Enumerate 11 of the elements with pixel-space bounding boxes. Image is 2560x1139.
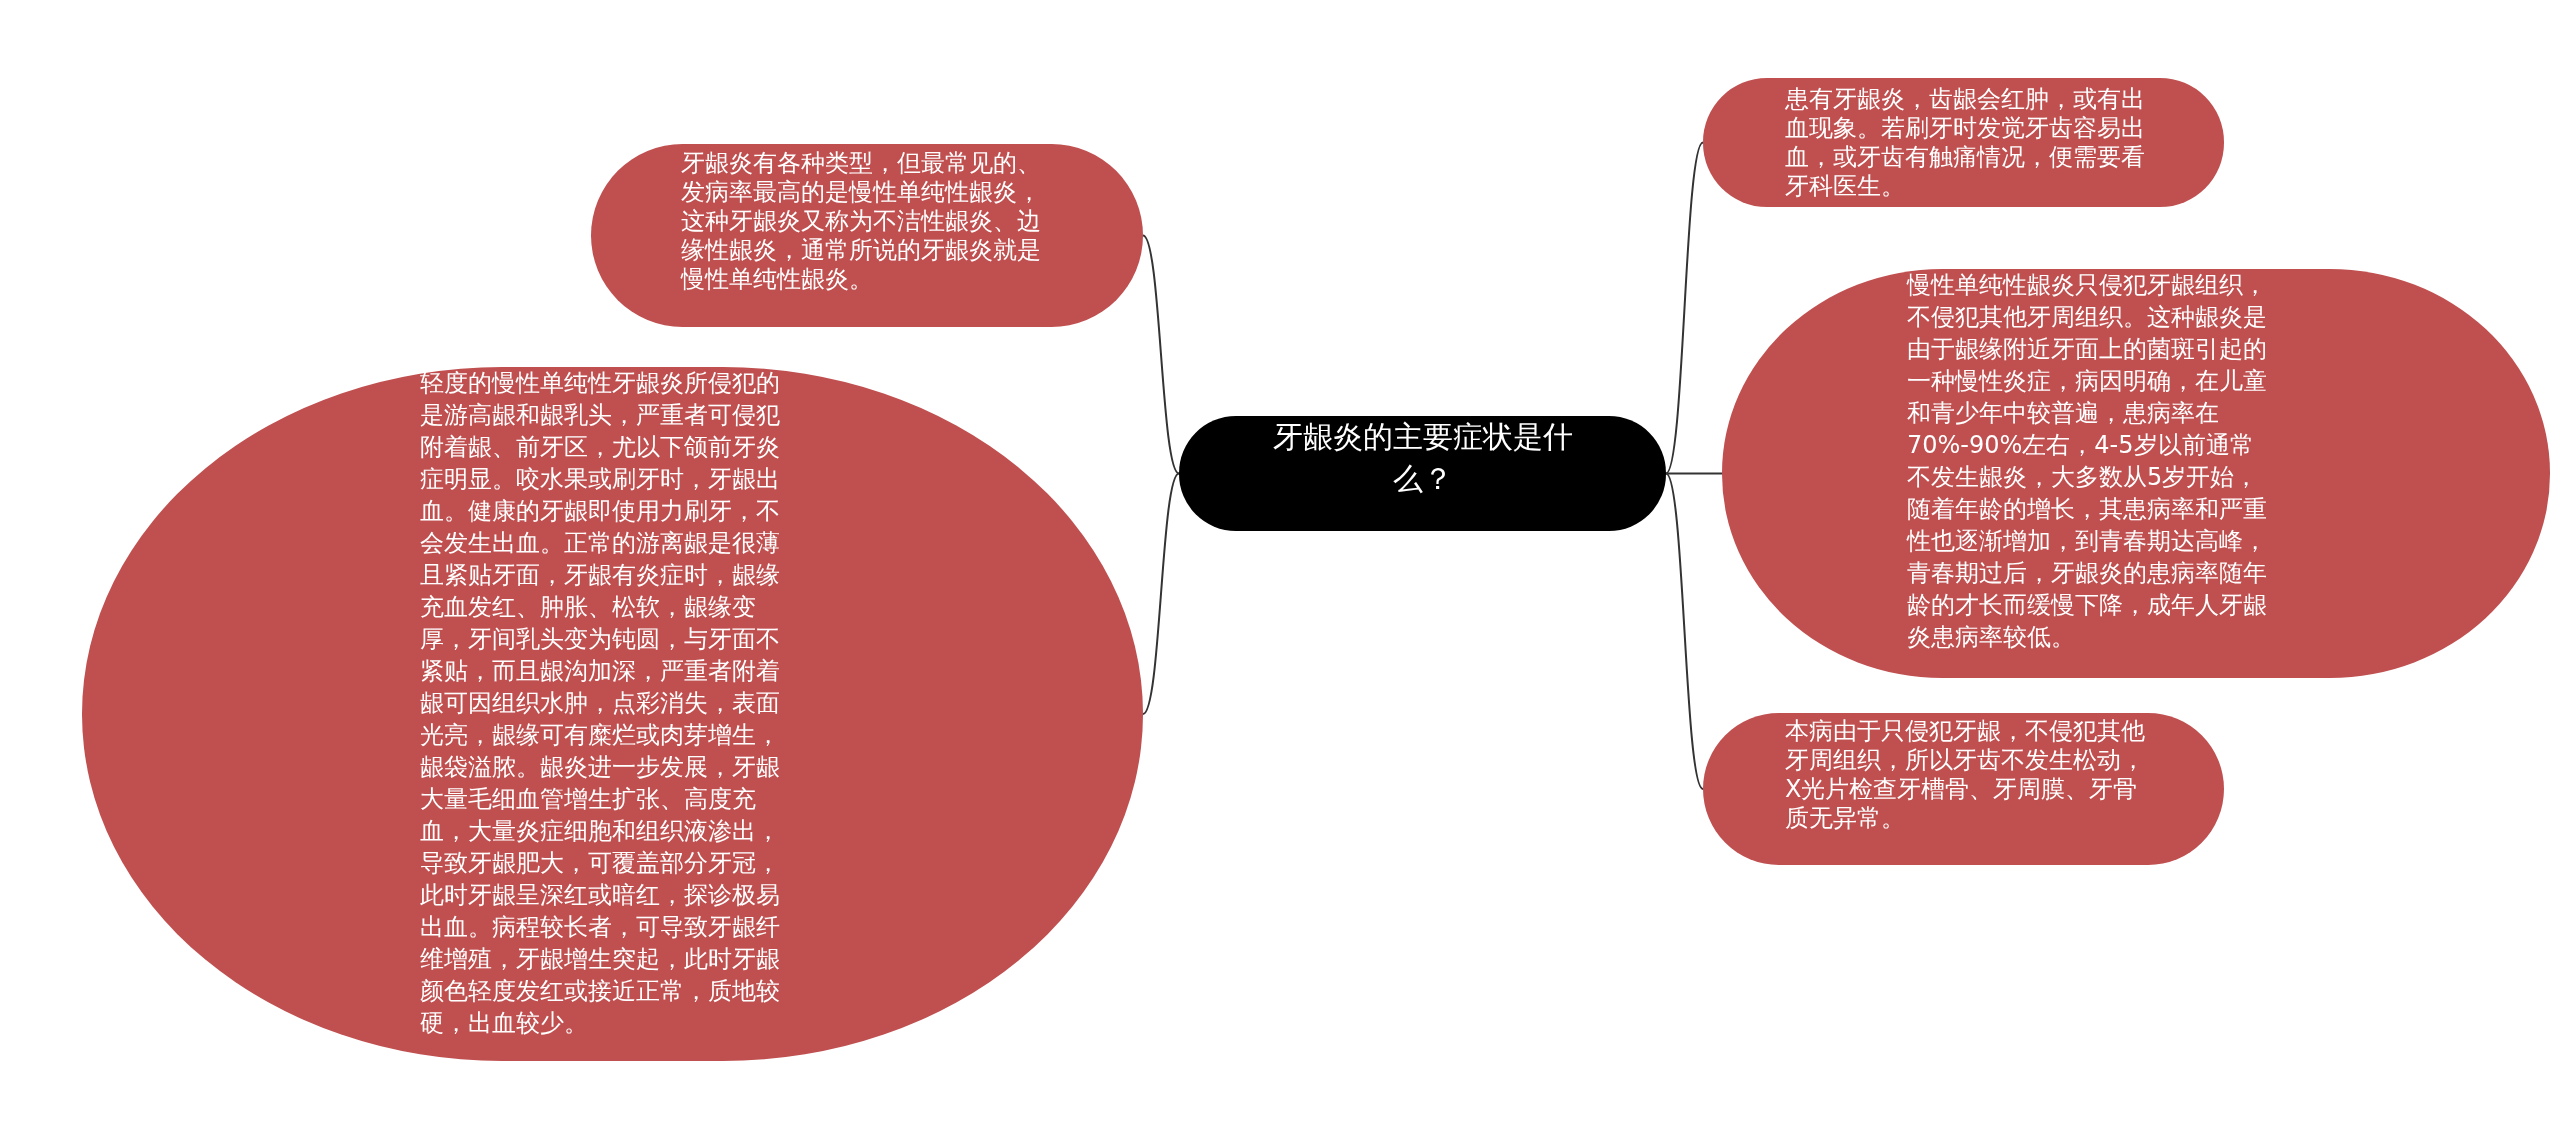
topic-bubble: 本病由于只侵犯牙龈，不侵犯其他牙周组织，所以牙齿不发生松动，X光片检查牙槽骨、牙周膜、牙骨质无异常。 [1703,713,2224,865]
topic-bubble: 慢性单纯性龈炎只侵犯牙龈组织，不侵犯其他牙周组织。这种龈炎是由于龈缘附近牙面上的菌斑引起的一种慢性炎症，病因明确，在儿童和青少年中较普遍，患病率在70%-90%左右，4-5岁以前通常不发生龈炎，大多数从5岁开始，随着年龄的增长，其患病率和严重性也逐渐增加，到青春期达高峰，青春期过后，牙龈炎的患病率随年龄的才长而缓慢下降，成年人牙龈炎患病率较低。 [1722,269,2550,678]
connector-line [1665,472,1704,790]
connector-line [1665,141,1704,475]
connector-line [1142,472,1180,715]
connector-line [1142,234,1180,475]
central-topic: 牙龈炎的主要症状是什么？ [1179,416,1666,531]
topic-bubble: 患有牙龈炎，齿龈会红肿，或有出血现象。若刷牙时发觉牙齿容易出血，或牙齿有触痛情况，便需要看牙科医生。 [1703,78,2224,207]
topic-bubble: 牙龈炎有各种类型，但最常见的、发病率最高的是慢性单纯性龈炎，这种牙龈炎又称为不洁性龈炎、边缘性龈炎，通常所说的牙龈炎就是慢性单纯性龈炎。 [591,144,1143,327]
connector-line [1665,472,1723,475]
topic-bubble: 轻度的慢性单纯性牙龈炎所侵犯的是游高龈和龈乳头，严重者可侵犯附着龈、前牙区，尤以下颌前牙炎症明显。咬水果或刷牙时，牙龈出血。健康的牙龈即使用力刷牙，不会发生出血。正常的游离龈是很薄且紧贴牙面，牙龈有炎症时，龈缘充血发红、肿胀、松软，龈缘变厚，牙间乳头变为钝圆，与牙面不紧贴，而且龈沟加深，严重者附着龈可因组织水肿，点彩消失，表面光亮，龈缘可有糜烂或肉芽增生，龈袋溢脓。龈炎进一步发展，牙龈大量毛细血管增生扩张、高度充血，大量炎症细胞和组织液渗出，导致牙龈肥大，可覆盖部分牙冠，此时牙龈呈深红或暗红，探诊极易出血。病程较长者，可导致牙龈纤维增殖，牙龈增生突起，此时牙龈颜色轻度发红或接近正常，质地较硬，出血较少。 [82,367,1143,1061]
